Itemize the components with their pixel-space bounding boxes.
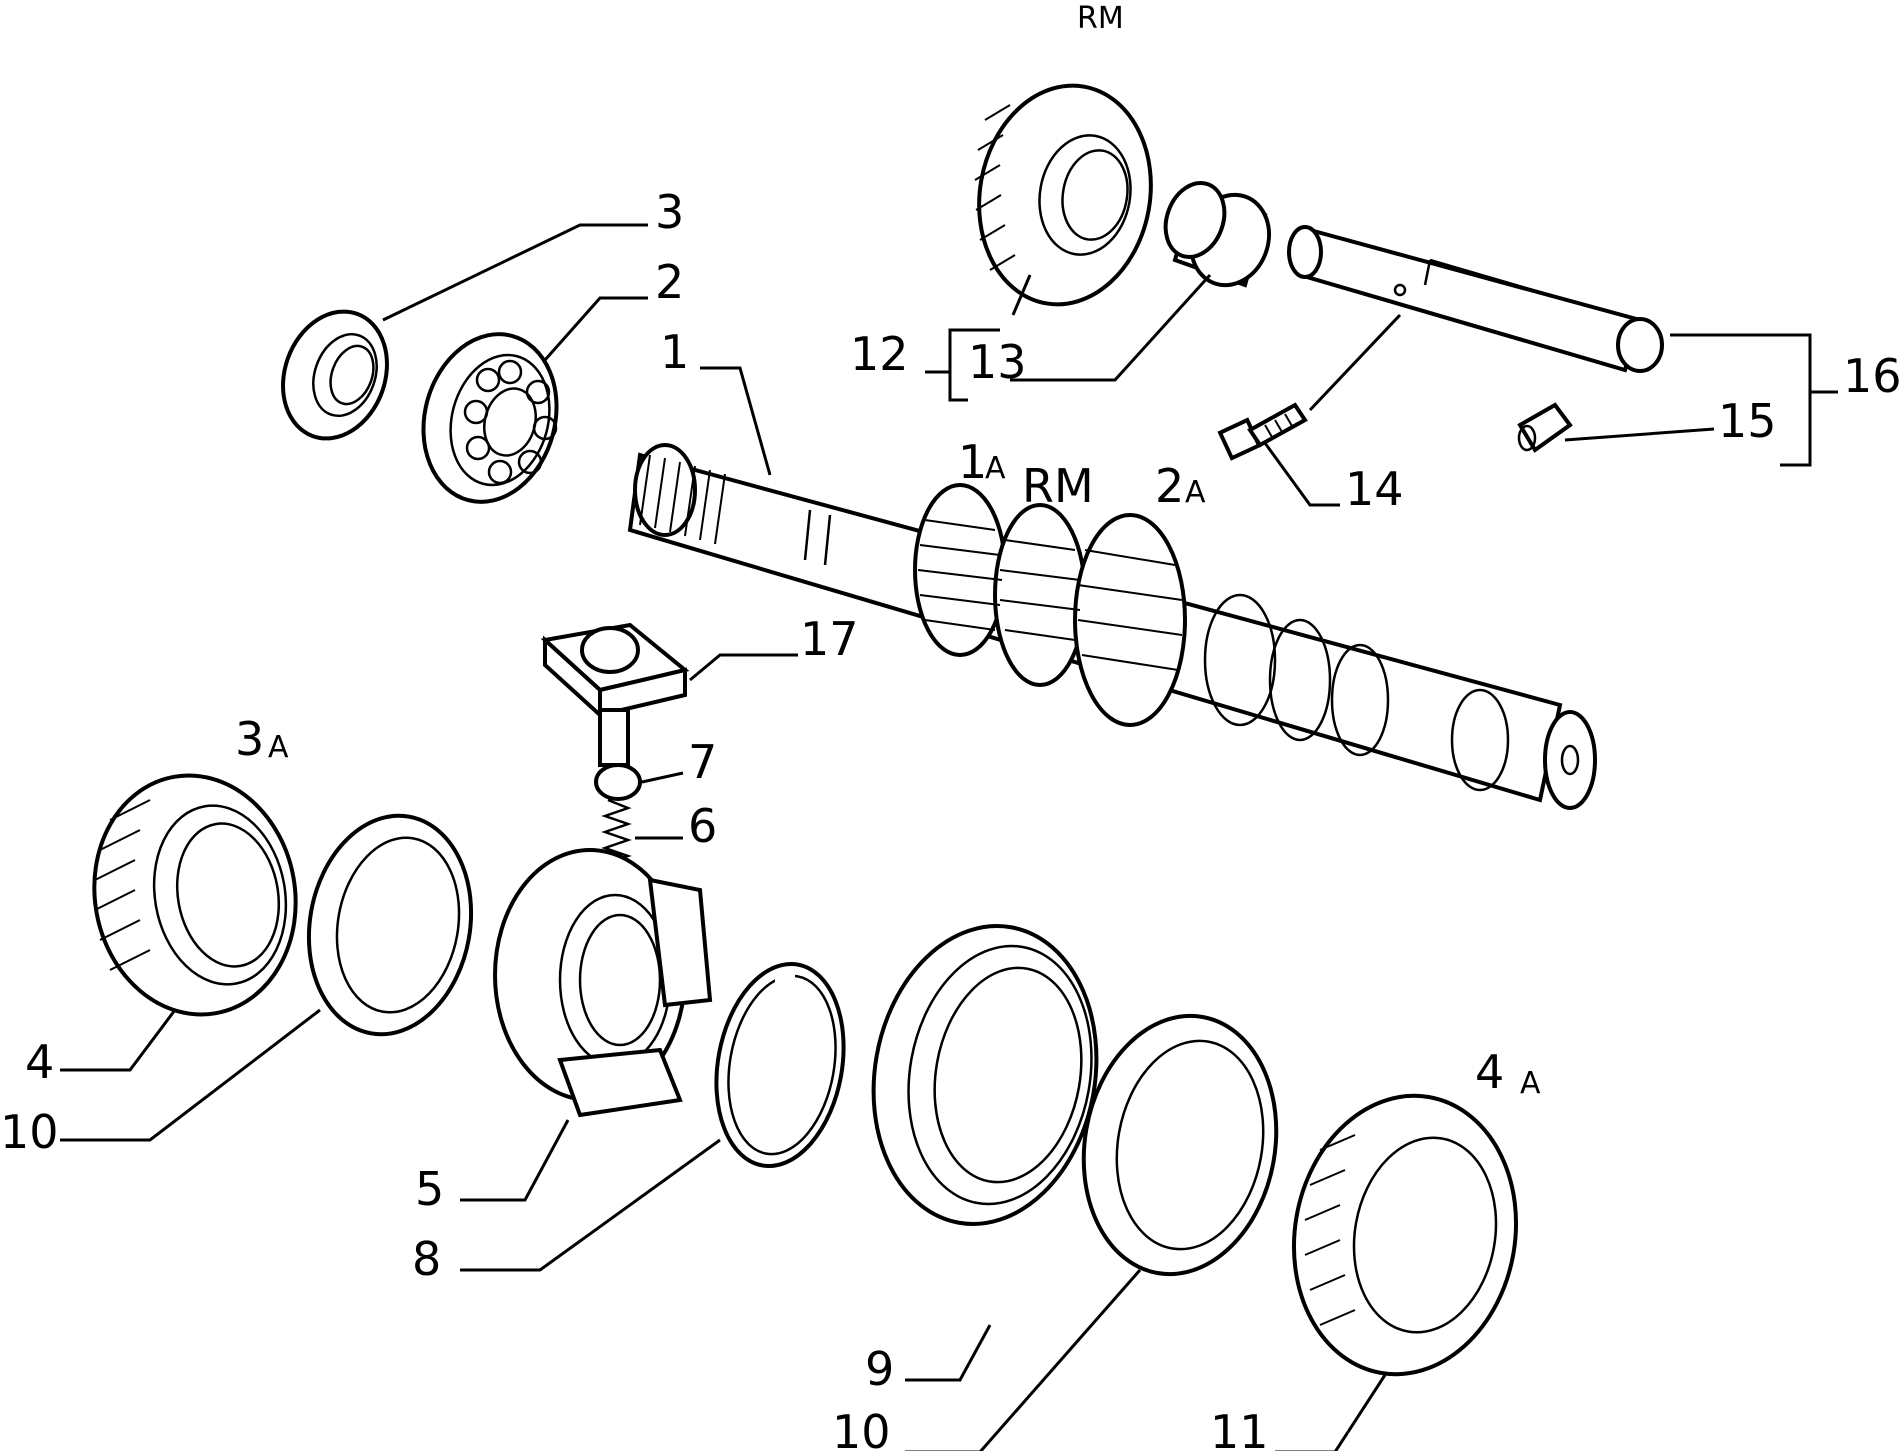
label-ref-2a-suffix: A [1185, 475, 1206, 510]
label-part-3: 3 [655, 185, 684, 239]
label-part-16: 16 [1843, 349, 1902, 403]
label-ref-1a-suffix: A [985, 451, 1006, 486]
label-ref-3a-suffix: A [268, 730, 289, 765]
label-ref-2a-number: 2 [1155, 459, 1184, 513]
label-part-11: 11 [1210, 1405, 1269, 1451]
label-part-10-left: 10 [0, 1105, 59, 1159]
label-part-12: 12 [850, 327, 909, 381]
label-ref-1a-rm: RM [1022, 459, 1094, 513]
oil-seal-part-3 [281, 309, 389, 441]
synchro-hub-part-5 [493, 848, 713, 1118]
pin-part-15 [1517, 402, 1573, 453]
ball-bearing-part-2 [421, 332, 559, 504]
snap-ring-part-8 [714, 961, 846, 1169]
label-part-10-right: 10 [832, 1405, 891, 1451]
label-part-17: 17 [800, 612, 859, 666]
synchro-ring-part-10-left [306, 813, 474, 1037]
label-ref-1a-number: 1 [958, 435, 987, 489]
label-part-6: 6 [688, 799, 717, 853]
label-part-8: 8 [412, 1232, 441, 1286]
main-shaft-part-1 [627, 443, 1597, 810]
label-ref-4a-suffix: A [1520, 1066, 1541, 1101]
label-part-14: 14 [1345, 462, 1404, 516]
label-ref-4a-number: 4 [1475, 1045, 1504, 1099]
label-part-13: 13 [968, 335, 1027, 389]
idler-shaft-part-16 [1287, 225, 1664, 373]
gear-part-4 [92, 773, 298, 1017]
bolt-part-14 [1217, 402, 1308, 461]
label-ref-3a-number: 3 [235, 712, 264, 766]
label-part-2: 2 [655, 255, 684, 309]
synchro-ring-part-10-right [1081, 1013, 1279, 1277]
label-part-7: 7 [688, 735, 717, 789]
label-part-15: 15 [1718, 394, 1777, 448]
label-part-1: 1 [660, 325, 689, 379]
detent-plunger-part-7 [594, 763, 642, 801]
label-part-5: 5 [415, 1162, 444, 1216]
label-rm-top: RM [1077, 1, 1124, 36]
selector-block-part-17 [540, 622, 690, 767]
leader-lines [60, 223, 1838, 1451]
label-part-4: 4 [25, 1035, 54, 1089]
sliding-sleeve-part-9 [871, 924, 1099, 1226]
reverse-gear-part-12 [974, 83, 1153, 307]
label-part-9: 9 [865, 1342, 894, 1396]
bush-part-13 [1163, 181, 1272, 288]
gear-part-11 [1291, 1093, 1519, 1377]
